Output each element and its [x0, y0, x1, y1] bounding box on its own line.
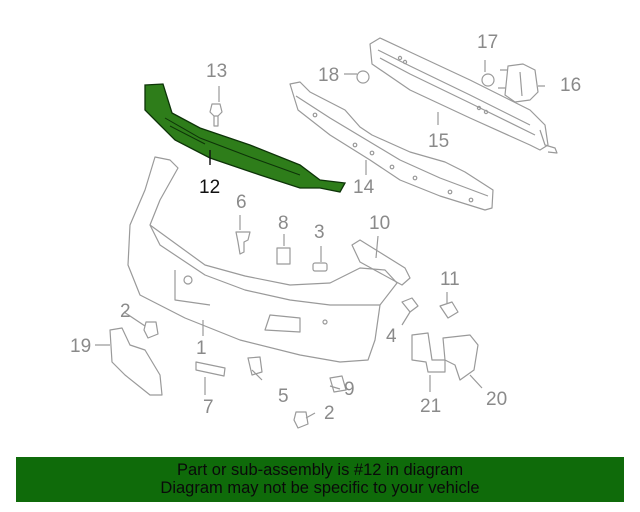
callout-8: 8: [278, 213, 289, 234]
part-20-holder: [442, 334, 479, 381]
callout-18: 18: [318, 65, 340, 86]
part-3-retainer: [312, 262, 328, 272]
part-10-bracket: [351, 239, 411, 286]
part-21-bracket: [411, 332, 446, 373]
part-2-bolt-lower: [293, 411, 309, 429]
banner-line-part: Part or sub-assembly is #12 in diagram: [176, 461, 464, 479]
callout-19: 19: [70, 336, 92, 357]
callout-12: 12: [199, 177, 221, 198]
callout-21: 21: [420, 396, 442, 417]
info-banner: Part or sub-assembly is #12 in diagram D…: [16, 457, 624, 502]
callout-6: 6: [236, 192, 247, 213]
callout-3: 3: [314, 222, 325, 243]
part-8-pad: [276, 247, 291, 265]
part-18-nut: [356, 70, 370, 84]
callout-7: 7: [203, 397, 214, 418]
part-16-bracket: [498, 63, 539, 103]
part-6-clip: [235, 231, 251, 255]
part-15-reinforcement: [369, 37, 558, 154]
callout-5: 5: [278, 386, 289, 407]
parts-diagram: [95, 37, 558, 429]
part-11-screw: [439, 301, 459, 319]
callout-4: 4: [386, 326, 397, 347]
part-4-screw: [401, 297, 419, 313]
part-12-highlighted: [144, 83, 347, 193]
callout-11: 11: [440, 269, 460, 290]
callout-1: 1: [196, 338, 207, 359]
banner-line-disclaimer: Diagram may not be specific to your vehi…: [160, 479, 480, 497]
callout-10: 10: [369, 213, 391, 234]
part-13-bolt: [209, 103, 223, 127]
part-2-bolt-upper: [143, 321, 159, 339]
callout-9: 9: [344, 379, 355, 400]
callout-20: 20: [486, 389, 508, 410]
callout-13: 13: [206, 61, 228, 82]
part-5-clip-nut: [247, 356, 263, 376]
part-14-absorber: [289, 81, 494, 211]
callout-14: 14: [353, 177, 375, 198]
part-19-deflector: [109, 327, 163, 396]
part-17-nut: [481, 73, 495, 87]
part-7-plate: [195, 361, 226, 377]
callout-17: 17: [477, 32, 499, 53]
callout-2-lower: 2: [324, 403, 335, 424]
callout-15: 15: [428, 131, 450, 152]
part-1-bumper-cover: [127, 156, 398, 363]
callout-2-upper: 2: [120, 301, 131, 322]
callout-16: 16: [560, 75, 582, 96]
